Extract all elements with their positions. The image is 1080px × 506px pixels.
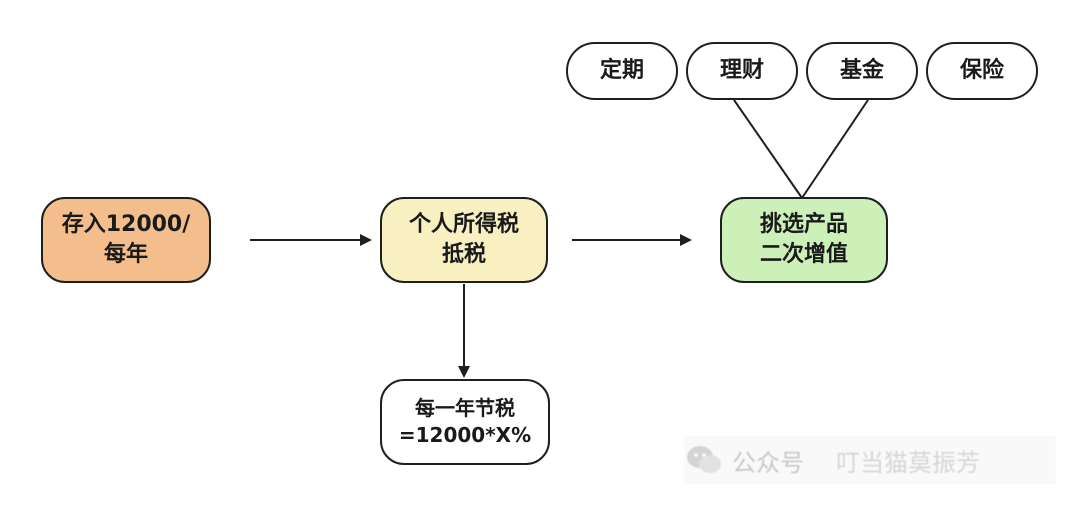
product-jijin: 基金 xyxy=(806,42,918,100)
node-yearly-saving-line2: =12000*X% xyxy=(398,423,532,447)
node-deposit-line2: 每年 xyxy=(103,242,148,267)
link-licai-to-product xyxy=(733,99,803,199)
node-choose-product: 挑选产品 二次增值 xyxy=(720,197,888,283)
watermark: 公众号 叮当猫莫振芳 xyxy=(684,436,1056,484)
node-deposit: 存入12000/ 每年 xyxy=(41,197,211,283)
node-yearly-saving-line1: 每一年节税 xyxy=(415,396,515,420)
node-deposit-line1: 存入12000/ xyxy=(61,212,191,238)
product-licai: 理财 xyxy=(686,42,798,100)
product-dingqi: 定期 xyxy=(566,42,678,100)
link-jijin-to-product xyxy=(801,99,869,199)
product-baoxian: 保险 xyxy=(926,42,1038,100)
product-licai-label: 理财 xyxy=(719,58,764,84)
node-tax-deduction-line2: 抵税 xyxy=(441,242,486,267)
node-tax-deduction-line1: 个人所得税 xyxy=(408,212,519,238)
watermark-account: 叮当猫莫振芳 xyxy=(836,448,980,477)
watermark-prefix: 公众号 xyxy=(732,448,804,477)
node-yearly-saving: 每一年节税 =12000*X% xyxy=(380,379,550,465)
node-choose-product-line1: 挑选产品 xyxy=(759,212,848,238)
product-dingqi-label: 定期 xyxy=(599,58,644,84)
product-baoxian-label: 保险 xyxy=(959,58,1004,84)
node-tax-deduction: 个人所得税 抵税 xyxy=(380,197,548,283)
product-jijin-label: 基金 xyxy=(839,58,884,84)
wechat-icon xyxy=(687,446,721,473)
node-choose-product-line2: 二次增值 xyxy=(759,242,848,267)
